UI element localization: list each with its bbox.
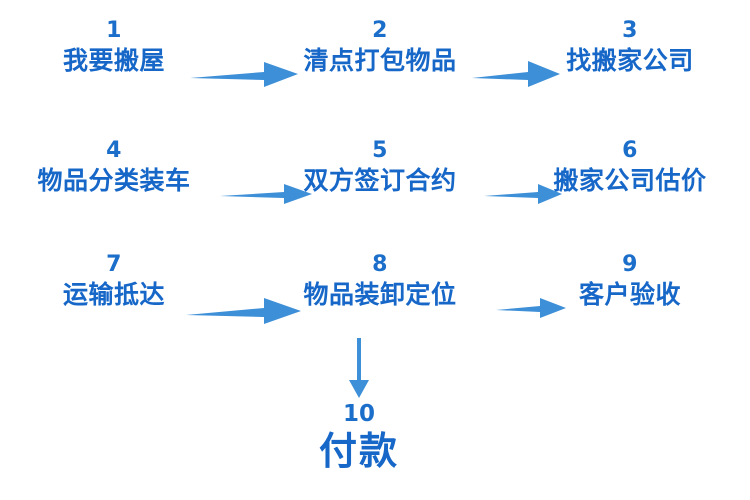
step-number-5: 5: [372, 138, 388, 163]
step-number-7: 7: [106, 252, 122, 277]
step-number-3: 3: [622, 18, 638, 43]
step-number-10: 10: [342, 401, 375, 427]
step-node-4[interactable]: 4 物品分类装车: [4, 138, 224, 198]
step-node-7[interactable]: 7 运输抵达: [4, 252, 224, 312]
flow-row-3: 7 运输抵达 8 物品装卸定位 9 客户验收: [0, 252, 750, 362]
step-label-10: 付款: [318, 429, 399, 473]
step-label-2: 清点打包物品: [303, 46, 457, 75]
step-node-2[interactable]: 2 清点打包物品: [270, 18, 490, 78]
step-label-6: 搬家公司估价: [553, 166, 707, 195]
step-node-6[interactable]: 6 搬家公司估价: [520, 138, 740, 198]
step-label-1: 我要搬屋: [62, 46, 165, 75]
step-label-5: 双方签订合约: [303, 166, 457, 195]
flow-row-1: 1 我要搬屋 2 清点打包物品 3 找搬家公司: [0, 18, 750, 128]
step-node-5[interactable]: 5 双方签订合约: [270, 138, 490, 198]
step-node-3[interactable]: 3 找搬家公司: [520, 18, 740, 78]
flow-row-2: 4 物品分类装车 5 双方签订合约 6 搬家公司估价: [0, 138, 750, 248]
step-node-8[interactable]: 8 物品装卸定位: [270, 252, 490, 312]
step-node-9[interactable]: 9 客户验收: [520, 252, 740, 312]
step-number-1: 1: [106, 18, 122, 43]
step-number-2: 2: [372, 18, 388, 43]
step-number-4: 4: [106, 138, 122, 163]
step-label-3: 找搬家公司: [566, 46, 694, 75]
step-number-8: 8: [372, 252, 388, 277]
step-node-10[interactable]: 10 付款: [249, 400, 469, 474]
step-number-9: 9: [622, 252, 638, 277]
step-label-4: 物品分类装车: [37, 166, 191, 195]
step-label-9: 客户验收: [578, 280, 681, 309]
step-label-7: 运输抵达: [62, 280, 165, 309]
step-number-6: 6: [622, 138, 638, 163]
step-label-8: 物品装卸定位: [303, 280, 457, 309]
step-node-1[interactable]: 1 我要搬屋: [4, 18, 224, 78]
